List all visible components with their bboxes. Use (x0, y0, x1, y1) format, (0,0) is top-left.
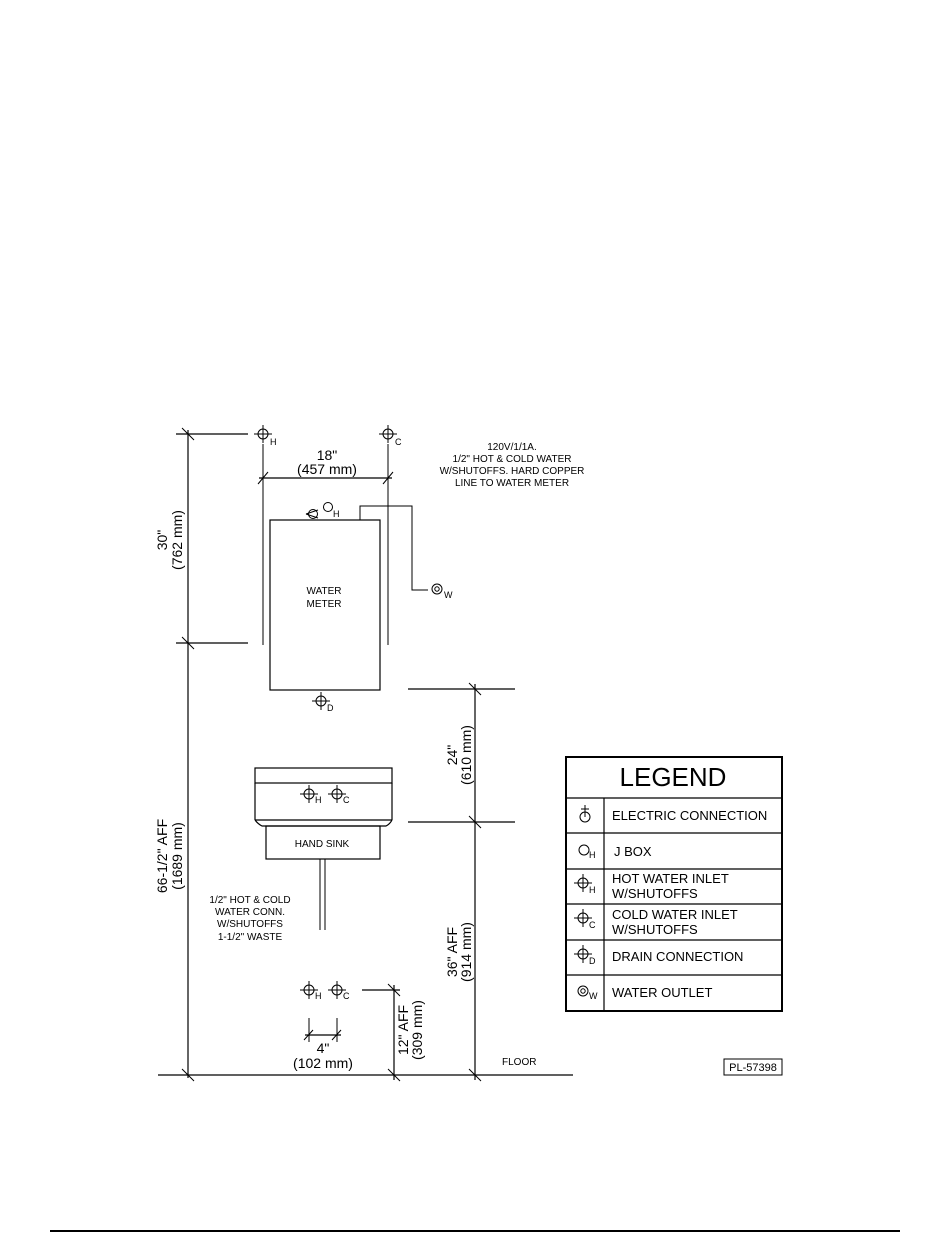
svg-text:WATER CONN.: WATER CONN. (215, 907, 285, 918)
dim-lower-inches: 12" AFF (395, 1005, 411, 1055)
meter-j-box-icon: H (323, 502, 340, 519)
overall-height-dimension (176, 427, 248, 1082)
spacing-dimension (303, 1018, 342, 1042)
svg-text:HAND SINK: HAND SINK (295, 839, 350, 850)
legend-label-cold-1: COLD WATER INLET (612, 907, 738, 922)
svg-text:H: H (315, 795, 322, 805)
drain-connection-icon: D (574, 945, 596, 966)
hot-water-inlet-icon: H (574, 874, 596, 895)
legend-label-electric: ELECTRIC CONNECTION (612, 808, 767, 823)
dim-upper-mm: (762 mm) (169, 510, 185, 570)
svg-text:C: C (589, 920, 596, 930)
meter-drain-icon: D (312, 692, 334, 713)
floor-label: FLOOR (502, 1057, 536, 1068)
svg-text:120V/1/1A.: 120V/1/1A. (487, 442, 536, 453)
top-hot-inlet-icon: H (254, 425, 277, 447)
svg-text:C: C (343, 991, 350, 1001)
dim-width-mm: (457 mm) (297, 461, 357, 477)
legend-label-hot-1: HOT WATER INLET (612, 871, 729, 886)
dim-spacing-mm: (102 mm) (293, 1055, 353, 1071)
sink-hot-inlet-icon: H (300, 785, 322, 805)
dim-lower-mm: (309 mm) (409, 1000, 425, 1060)
lower-height-dimension (362, 983, 401, 1082)
dim-sink-mm: (914 mm) (458, 922, 474, 982)
svg-text:W/SHUTOFFS: W/SHUTOFFS (217, 919, 283, 930)
meter-electric-connection-icon (305, 509, 319, 519)
dim-overall-inches: 66-1/2" AFF (154, 819, 170, 893)
svg-text:W: W (589, 991, 598, 1001)
right-dimension-lines (408, 682, 515, 1082)
svg-text:1/2" HOT & COLD WATER: 1/2" HOT & COLD WATER (453, 454, 572, 465)
dim-sink-inches: 36" AFF (444, 927, 460, 977)
dim-width-inches: 18" (317, 447, 338, 463)
sink-cold-inlet-icon: C (328, 785, 350, 805)
svg-text:C: C (343, 795, 350, 805)
svg-text:METER: METER (307, 599, 342, 610)
svg-text:C: C (395, 437, 402, 447)
svg-text:PL-57398: PL-57398 (729, 1062, 777, 1074)
legend-label-jbox: J BOX (614, 844, 652, 859)
dim-spacing-inches: 4" (317, 1040, 330, 1056)
water-outlet-icon: W (577, 985, 598, 1001)
svg-text:1/2" HOT & COLD: 1/2" HOT & COLD (209, 895, 290, 906)
legend-label-cold-2: W/SHUTOFFS (612, 922, 698, 937)
svg-text:D: D (589, 956, 596, 966)
j-box-icon: H (578, 844, 596, 860)
legend-label-hot-2: W/SHUTOFFS (612, 886, 698, 901)
svg-text:D: D (327, 703, 334, 713)
svg-text:W: W (444, 590, 453, 600)
electric-connection-icon (579, 805, 591, 823)
dim-gap-mm: (610 mm) (458, 725, 474, 785)
hand-sink: HAND SINK (254, 767, 393, 930)
legend-label-drain: DRAIN CONNECTION (612, 949, 743, 964)
dim-gap-inches: 24" (444, 745, 460, 766)
legend-label-water-outlet: WATER OUTLET (612, 985, 712, 1000)
drawing-number-box: PL-57398 (723, 1058, 783, 1076)
width-dimension (257, 444, 394, 645)
cold-water-inlet-icon: C (574, 909, 596, 930)
water-meter: WATER METER (269, 519, 381, 691)
dim-upper-inches: 30" (154, 530, 170, 551)
electrical-note: 120V/1/1A. 1/2" HOT & COLD WATER W/SHUTO… (440, 442, 585, 489)
svg-text:1-1/2" WASTE: 1-1/2" WASTE (218, 932, 283, 943)
svg-text:H: H (589, 850, 596, 860)
svg-text:WATER: WATER (307, 586, 342, 597)
lower-cold-inlet-icon: C (328, 981, 350, 1001)
svg-text:W/SHUTOFFS. HARD COPPER: W/SHUTOFFS. HARD COPPER (440, 466, 585, 477)
svg-text:H: H (333, 509, 340, 519)
svg-text:LINE TO WATER METER: LINE TO WATER METER (455, 478, 569, 489)
legend-title: LEGEND (620, 762, 727, 792)
svg-text:H: H (270, 437, 277, 447)
legend: LEGEND ELECTRIC CONNECTION H J BOX H HOT… (565, 756, 783, 1012)
svg-text:H: H (589, 885, 596, 895)
svg-text:H: H (315, 991, 322, 1001)
water-outlet-symbol-icon: W (431, 583, 453, 600)
sink-note: 1/2" HOT & COLD WATER CONN. W/SHUTOFFS 1… (209, 895, 290, 943)
dim-overall-mm: (1689 mm) (169, 822, 185, 890)
water-line (359, 505, 428, 591)
lower-hot-inlet-icon: H (300, 981, 322, 1001)
top-cold-inlet-icon: C (379, 425, 402, 447)
